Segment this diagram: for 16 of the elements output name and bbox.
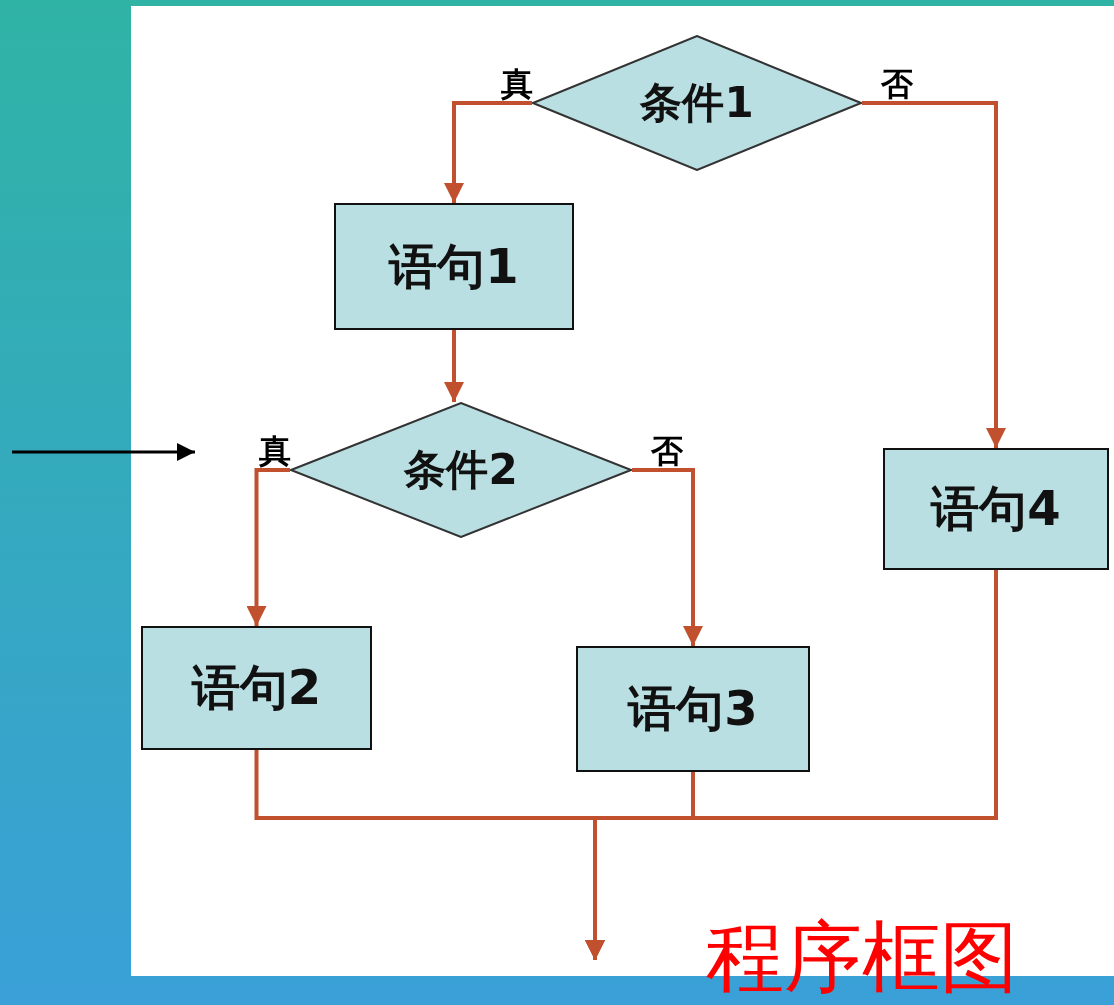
decision-diamond: 条件1 (532, 35, 862, 171)
flow-arrow (246, 468, 290, 626)
edge-label: 否 (880, 67, 914, 101)
decision-diamond: 条件2 (290, 402, 632, 538)
flow-arrow (632, 468, 703, 646)
flow-arrow (585, 570, 998, 960)
flow-arrow (444, 330, 464, 402)
process-box: 语句4 (883, 448, 1109, 570)
flow-arrow (444, 101, 532, 203)
edge-label: 真 (258, 434, 292, 468)
process-box: 语句1 (334, 203, 574, 330)
flow-arrow (862, 101, 1006, 448)
process-box: 语句3 (576, 646, 810, 772)
edge-label: 真 (500, 67, 534, 101)
edge-label: 否 (650, 434, 684, 468)
process-box: 语句2 (141, 626, 372, 750)
